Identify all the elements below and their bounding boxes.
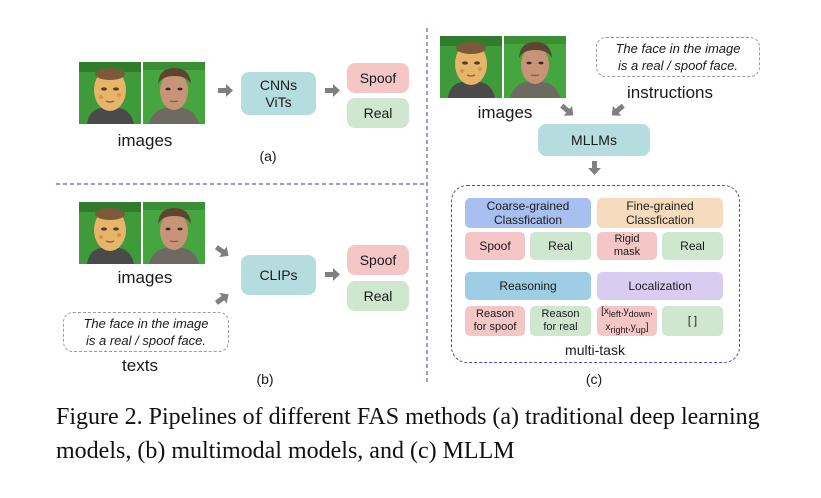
images-label: images bbox=[117, 268, 173, 287]
panel-b-tag: (b) bbox=[256, 371, 274, 387]
localization-empty-box: [ ] bbox=[662, 306, 723, 336]
reasoning-title: Reasoning bbox=[465, 272, 591, 300]
fine-grained-title: Fine-grained Classfication bbox=[597, 198, 723, 228]
panel-c-tag: (c) bbox=[585, 371, 603, 387]
reason-real-box: Reason for real bbox=[530, 306, 591, 336]
localization-coords-box: [xleft,ydown,xright,yup] bbox=[597, 306, 657, 336]
spoof-face-image bbox=[79, 202, 141, 264]
real-face-image bbox=[143, 62, 205, 124]
instruction-prompt-box: The face in the image is a real / spoof … bbox=[596, 37, 760, 77]
real-output-box: Real bbox=[347, 98, 409, 128]
arrow-down-right-icon bbox=[215, 245, 231, 259]
coarse-spoof-box: Spoof bbox=[465, 232, 525, 260]
text-prompt-box: The face in the image is a real / spoof … bbox=[63, 312, 229, 352]
arrow-right-icon bbox=[325, 84, 340, 97]
real-face-image bbox=[504, 36, 566, 98]
reason-spoof-box: Reason for spoof bbox=[465, 306, 525, 336]
coarse-grained-title: Coarse-grained Classfication bbox=[465, 198, 591, 228]
real-face-image bbox=[143, 202, 205, 264]
multi-task-container bbox=[451, 185, 740, 363]
spoof-face-image bbox=[79, 62, 141, 124]
localization-title: Localization bbox=[597, 272, 723, 300]
fine-rigid-mask-box: Rigid mask bbox=[597, 232, 657, 260]
real-output-box: Real bbox=[347, 281, 409, 311]
instructions-label: instructions bbox=[627, 83, 713, 102]
arrow-down-right-icon bbox=[560, 104, 576, 118]
multi-task-label: multi-task bbox=[565, 342, 625, 358]
arrow-down-left-icon bbox=[610, 104, 626, 118]
clip-model-box: CLIPs bbox=[241, 255, 316, 295]
spoof-output-box: Spoof bbox=[347, 245, 409, 275]
mllm-model-box: MLLMs bbox=[538, 124, 650, 156]
images-label: images bbox=[117, 131, 173, 150]
bbox-coordinates: [xleft,ydown,xright,yup] bbox=[601, 306, 653, 335]
arrow-down-icon bbox=[588, 161, 601, 175]
fine-real-box: Real bbox=[662, 232, 723, 260]
spoof-output-box: Spoof bbox=[347, 63, 409, 93]
arrow-right-icon bbox=[325, 268, 340, 281]
images-label: images bbox=[477, 103, 533, 122]
spoof-face-image bbox=[440, 36, 502, 98]
cnn-vit-model-box: CNNs ViTs bbox=[241, 72, 316, 115]
panel-a-tag: (a) bbox=[259, 148, 277, 164]
arrow-up-right-icon bbox=[215, 292, 231, 306]
figure-caption: Figure 2. Pipelines of different FAS met… bbox=[56, 404, 760, 464]
arrow-right-icon bbox=[218, 84, 233, 97]
texts-label: texts bbox=[122, 356, 158, 375]
coarse-real-box: Real bbox=[530, 232, 591, 260]
